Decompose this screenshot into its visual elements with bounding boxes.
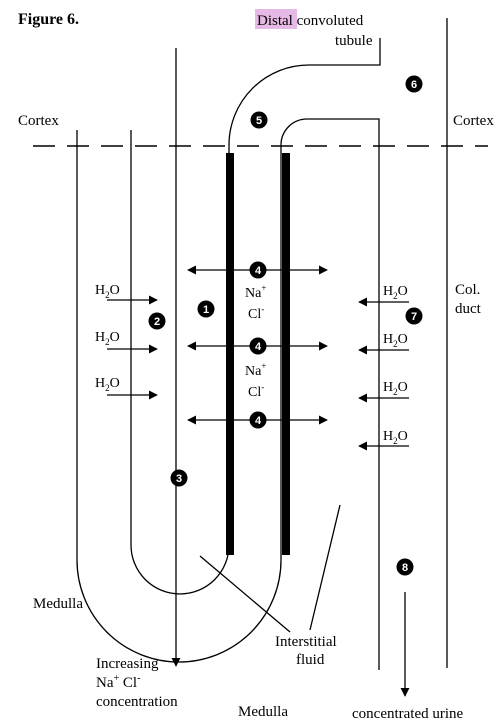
ion-label-cl-2: Cl- [248,382,264,400]
ion-label-na-2: Na+ [245,361,266,379]
increasing-label-line3: concentration [96,694,178,710]
svg-text:2: 2 [154,316,160,328]
svg-text:4: 4 [255,415,262,427]
water-label-right-3: H2O [383,380,408,397]
badge-2: 2 [148,312,166,330]
concentrated-urine-label: concentrated urine [352,706,464,722]
ion-label-na-1: Na+ [245,283,266,301]
water-label-left-1: H2O [95,283,120,300]
svg-text:3: 3 [176,473,182,485]
medulla-label-left: Medulla [33,596,83,612]
col-duct-label-line2: duct [455,301,482,317]
badge-1: 1 [197,300,215,318]
svg-text:4: 4 [255,341,262,353]
col-duct-label-line1: Col. [455,282,480,298]
badge-6: 6 [405,75,423,93]
increasing-label-line2: Na+ Cl- [96,673,140,691]
badge-4-a: 4 [249,261,267,279]
tubule-label-rest: convoluted [293,13,364,29]
water-label-left-2: H2O [95,330,120,347]
tubule-label-highlight-text: Distal [257,13,293,29]
interstitial-label-line1: Interstitial [275,634,337,650]
badge-4-b: 4 [249,337,267,355]
badge-7: 7 [405,307,423,325]
loop-inner-wall [130,38,381,595]
tubule-label-line1: Distal convoluted [257,13,364,29]
svg-text:6: 6 [411,79,417,91]
svg-text:1: 1 [203,304,209,316]
tubule-label-line2: tubule [335,33,373,49]
water-label-right-4: H2O [383,429,408,446]
badge-8: 8 [396,558,414,576]
ion-label-cl-1: Cl- [248,304,264,322]
svg-text:5: 5 [256,115,262,127]
tubule-label-highlight [255,9,297,29]
cortex-label-left: Cortex [18,113,59,129]
svg-text:7: 7 [411,311,417,323]
svg-text:4: 4 [255,265,262,277]
interstitial-pointer-left [199,555,291,633]
increasing-label-line1: Increasing [96,656,159,672]
cortex-label-right: Cortex [453,113,494,129]
loop-outer-wall [76,118,380,670]
badge-3: 3 [170,469,188,487]
medulla-label-bottom: Medulla [238,704,288,720]
interstitial-label-line2: fluid [296,652,325,668]
badge-5: 5 [250,111,268,129]
water-label-left-3: H2O [95,376,120,393]
water-label-right-1: H2O [383,284,408,301]
figure-title: Figure 6. [18,11,79,28]
water-label-right-2: H2O [383,332,408,349]
svg-text:8: 8 [402,562,408,574]
interstitial-pointer-right [309,504,341,631]
badge-4-c: 4 [249,411,267,429]
